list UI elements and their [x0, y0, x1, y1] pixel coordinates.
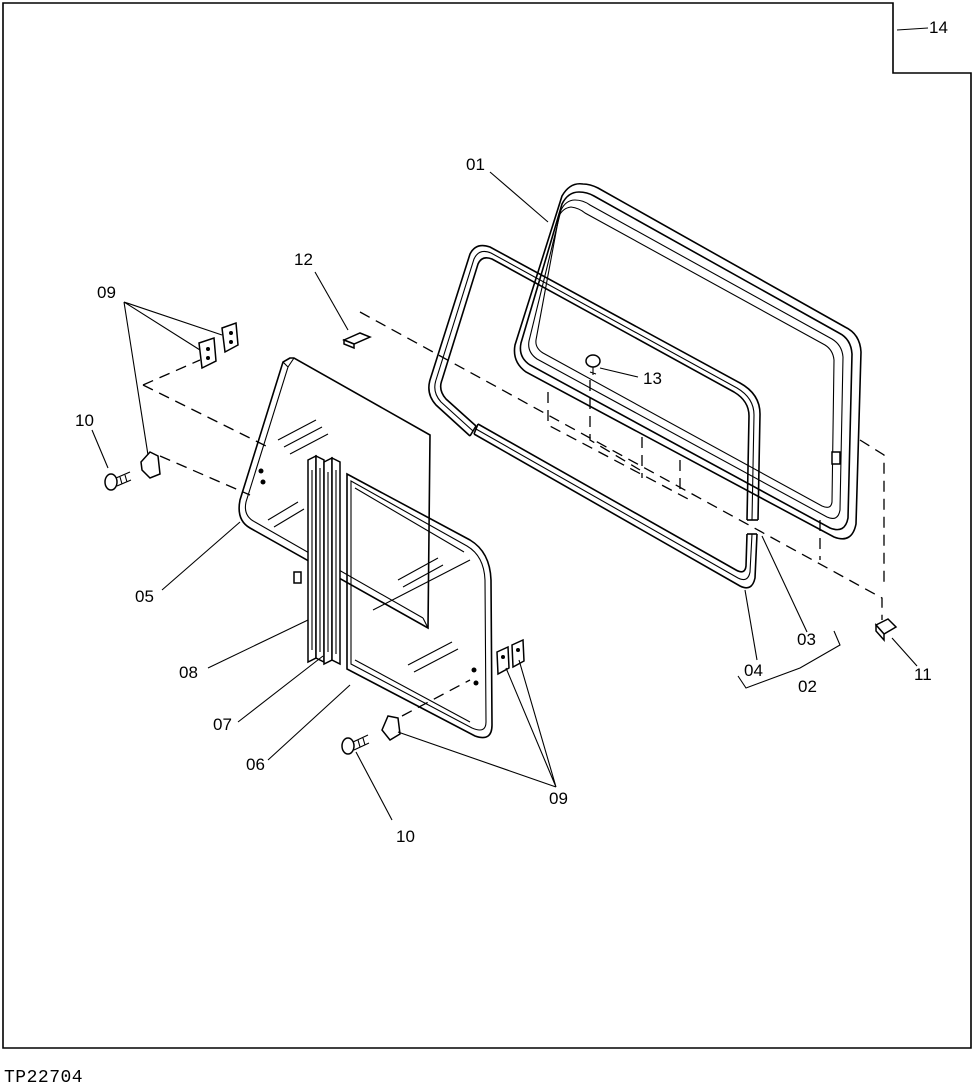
callout-09-bottom: 09	[549, 789, 568, 808]
callout-11: 11	[914, 665, 932, 684]
callout-labels: 14 01 12 13 09 10 05 08 07 06 10 09 03 0…	[75, 18, 948, 846]
assembly-lines	[142, 311, 885, 717]
glass-06	[346, 472, 493, 739]
callout-10-left: 10	[75, 411, 94, 430]
stop-11	[874, 618, 898, 642]
callout-01: 01	[466, 155, 485, 174]
callout-09-left: 09	[97, 283, 116, 302]
bracket-09-bottom	[381, 638, 525, 741]
callout-12: 12	[294, 250, 313, 269]
callout-08: 08	[179, 663, 198, 682]
drawing-code: TP22704	[4, 1068, 84, 1088]
screw-10-left	[104, 471, 132, 491]
window-frame-01	[513, 182, 862, 540]
callout-10-bottom: 10	[396, 827, 415, 846]
callout-13: 13	[643, 369, 662, 388]
callout-04: 04	[744, 661, 763, 680]
fastener-13	[585, 354, 601, 375]
callout-07: 07	[213, 715, 232, 734]
corner-leader	[896, 27, 929, 31]
block-12	[342, 332, 372, 350]
channel-07-08	[307, 454, 341, 666]
callout-14: 14	[929, 18, 948, 37]
screw-10-bottom	[341, 734, 370, 755]
seal-frame-02	[428, 244, 761, 589]
bracket-09-left	[140, 321, 239, 479]
callout-02: 02	[798, 677, 817, 696]
glass-05	[238, 357, 431, 630]
callout-05: 05	[135, 587, 154, 606]
callout-06: 06	[246, 755, 265, 774]
leader-lines	[91, 171, 918, 821]
page-border	[2, 2, 972, 1049]
callout-03: 03	[797, 630, 816, 649]
